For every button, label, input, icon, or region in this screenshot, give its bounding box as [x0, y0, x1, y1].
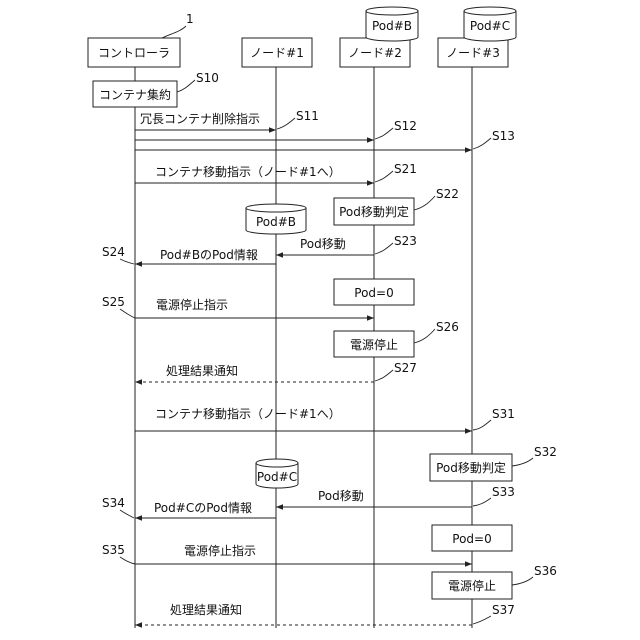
power-stop-label-1: 電源停止	[350, 337, 398, 352]
pod-zero-label-1: Pod=0	[354, 286, 393, 300]
step-s10-leader	[177, 80, 195, 92]
pod-c-mid-label: Pod#C	[257, 470, 297, 484]
message-pod-b-info: Pod#BのPod情報	[160, 248, 258, 262]
step-s11: S11	[296, 109, 319, 123]
message-pod-move-2: Pod移動	[318, 489, 364, 503]
step-s35-leader	[120, 557, 135, 564]
participant-controller: コントローラ	[88, 38, 180, 67]
step-s36: S36	[534, 564, 557, 578]
step-s34: S34	[102, 496, 125, 510]
step-s10: S10	[196, 71, 219, 85]
message-power-stop-instruction-1: 電源停止指示	[156, 297, 228, 312]
step-s32-leader	[512, 458, 533, 466]
participant-node2-label: ノード#2	[348, 46, 402, 60]
step-s23: S23	[394, 234, 417, 248]
pod-b-mid-cylinder: Pod#B	[246, 204, 306, 234]
message-power-stop-instruction-2: 電源停止指示	[184, 543, 256, 558]
participant-node3-label: ノード#3	[446, 46, 500, 60]
step-s21: S21	[394, 162, 417, 176]
container-consolidation-label: コンテナ集約	[99, 87, 171, 102]
step-s31-leader	[473, 420, 491, 430]
step-s22: S22	[436, 187, 459, 201]
pod-c-mid-cylinder: Pod#C	[256, 459, 298, 488]
pod-c-top-label: Pod#C	[470, 19, 510, 33]
message-move-instruction-2: コンテナ移動指示（ノード#1へ）	[155, 406, 341, 421]
message-redundant-delete: 冗長コンテナ削除指示	[140, 111, 260, 126]
step-s34-leader	[120, 510, 134, 518]
step-s27-leader	[375, 370, 393, 381]
pod-zero-box-1: Pod=0	[334, 279, 414, 305]
participant-controller-label: コントローラ	[98, 46, 170, 60]
step-s31: S31	[492, 407, 515, 421]
step-s26-leader	[414, 329, 435, 343]
step-s24: S24	[102, 245, 125, 259]
power-stop-box-1: 電源停止	[334, 331, 414, 357]
message-result-notice-2: 処理結果通知	[170, 603, 242, 617]
step-s32: S32	[534, 445, 557, 459]
pod-zero-box-2: Pod=0	[432, 525, 512, 551]
step-s25: S25	[102, 295, 125, 309]
pod-move-judge-label-2: Pod移動判定	[436, 460, 506, 475]
reference-numeral: 1	[186, 12, 194, 26]
participant-node1: ノード#1	[242, 38, 312, 67]
step-s27: S27	[394, 361, 417, 375]
pod-b-top-cylinder: Pod#B	[366, 7, 418, 41]
pod-b-top-label: Pod#B	[372, 19, 412, 33]
step-s11-leader	[277, 118, 295, 129]
participant-node1-label: ノード#1	[250, 46, 304, 60]
pod-move-judge-box-1: Pod移動判定	[334, 198, 414, 225]
participant-node3: ノード#3	[438, 38, 508, 67]
step-s21-leader	[375, 171, 393, 182]
step-s37: S37	[492, 603, 515, 617]
step-s25-leader	[120, 309, 135, 318]
step-s37-leader	[473, 616, 491, 624]
step-s33-leader	[473, 498, 491, 506]
message-pod-c-info: Pod#CのPod情報	[154, 501, 252, 515]
pod-c-top-cylinder: Pod#C	[464, 7, 516, 41]
step-s35: S35	[102, 543, 125, 557]
message-result-notice-1: 処理結果通知	[166, 364, 238, 378]
step-s12-leader	[375, 128, 393, 139]
container-consolidation-box: コンテナ集約	[93, 81, 177, 107]
step-s12: S12	[394, 119, 417, 133]
step-s24-leader	[120, 259, 134, 264]
pod-zero-label-2: Pod=0	[452, 532, 491, 546]
reference-leader	[162, 26, 186, 38]
pod-move-judge-box-2: Pod移動判定	[430, 454, 512, 481]
message-move-instruction-1: コンテナ移動指示（ノード#1へ）	[155, 164, 341, 179]
pod-move-judge-label-1: Pod移動判定	[339, 204, 409, 219]
step-s23-leader	[375, 243, 393, 254]
step-s36-leader	[512, 577, 533, 585]
step-s33: S33	[492, 485, 515, 499]
participant-node2: ノード#2	[340, 38, 410, 67]
step-s26: S26	[436, 320, 459, 334]
power-stop-label-2: 電源停止	[448, 578, 496, 593]
message-pod-move-1: Pod移動	[300, 237, 346, 251]
step-s13: S13	[492, 129, 515, 143]
pod-b-mid-label: Pod#B	[256, 215, 296, 229]
step-s22-leader	[414, 196, 435, 210]
step-s13-leader	[473, 138, 491, 149]
power-stop-box-2: 電源停止	[432, 572, 512, 599]
